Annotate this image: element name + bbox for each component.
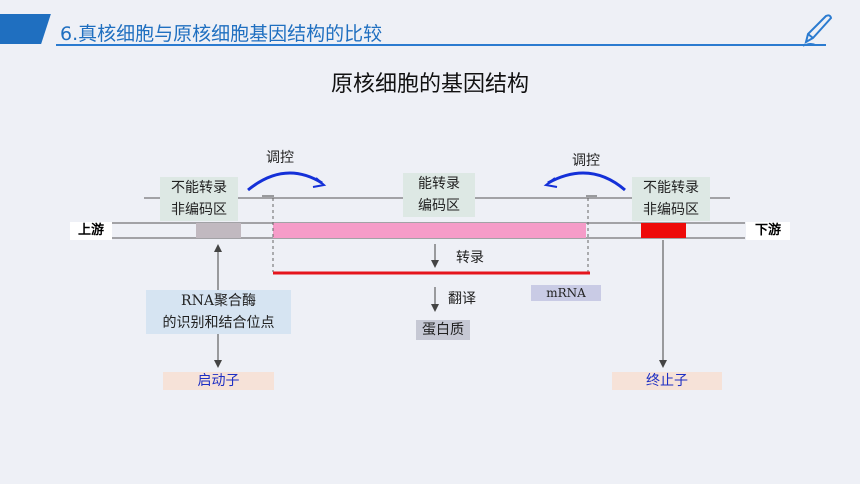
page-title: 6.真核细胞与原核细胞基因结构的比较	[60, 23, 383, 45]
rna-pol-site-box: RNA聚合酶 的识别和结合位点	[146, 290, 291, 334]
diagram-title: 原核细胞的基因结构	[330, 72, 529, 97]
noncoding-left-line2: 非编码区	[171, 202, 227, 218]
coding-region	[273, 223, 586, 238]
regulate-arrow-right	[547, 171, 626, 192]
transcription-label: 转录	[456, 250, 484, 266]
terminator-region	[641, 223, 686, 238]
upstream-label: 上游	[70, 222, 112, 240]
rna-pol-line1: RNA聚合酶	[181, 293, 256, 309]
mrna-label: mRNA	[531, 285, 601, 301]
noncoding-right-line2: 非编码区	[643, 202, 699, 218]
rna-pol-line2: 的识别和结合位点	[162, 315, 275, 331]
noncoding-right-line1: 不能转录	[643, 180, 699, 196]
noncoding-right-box: 不能转录 非编码区	[632, 177, 710, 221]
coding-line2: 编码区	[418, 198, 460, 214]
coding-box: 能转录 编码区	[403, 173, 475, 217]
noncoding-left-line1: 不能转录	[171, 180, 227, 196]
regulate-arrow-left	[247, 171, 323, 192]
terminator-label: 终止子	[612, 372, 722, 390]
pen-icon	[802, 14, 833, 47]
promoter-region	[196, 223, 241, 238]
downstream-label: 下游	[746, 222, 790, 240]
regulate-label-right: 调控	[572, 153, 600, 169]
promoter-label: 启动子	[163, 372, 274, 390]
protein-label: 蛋白质	[416, 320, 470, 340]
translation-label: 翻译	[448, 291, 476, 307]
header-underline	[56, 44, 826, 46]
noncoding-left-box: 不能转录 非编码区	[160, 177, 238, 221]
coding-line1: 能转录	[418, 176, 460, 192]
regulate-label-left: 调控	[266, 150, 294, 166]
